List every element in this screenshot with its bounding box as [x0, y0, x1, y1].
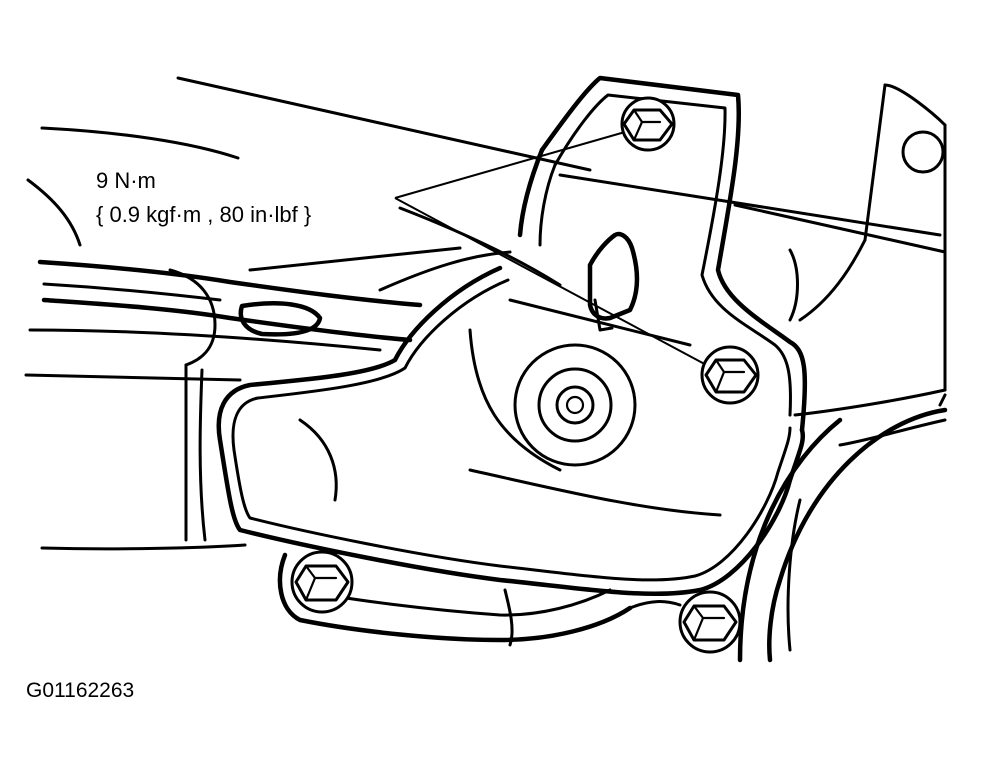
right-bracket: [788, 83, 947, 417]
bolt-upper: [620, 96, 676, 152]
torque-callout: 9 N·m { 0.9 kgf·m , 80 in·lbf }: [96, 168, 311, 227]
cover-plate: [216, 265, 806, 597]
bolt-middle: [700, 345, 760, 405]
bolt-lower-right: [678, 590, 742, 654]
main-bracket: [517, 75, 808, 433]
figure-id: G01162263: [26, 679, 134, 702]
torque-leader-lines: [394, 131, 713, 369]
body-frame-lines: [24, 76, 947, 551]
bolt-lower-left: [290, 550, 354, 614]
torque-value-conversions: { 0.9 kgf·m , 80 in·lbf }: [96, 202, 311, 227]
torque-value-metric: 9 N·m: [96, 168, 156, 193]
left-rail: [37, 259, 423, 542]
wheel-arch: [737, 393, 948, 663]
